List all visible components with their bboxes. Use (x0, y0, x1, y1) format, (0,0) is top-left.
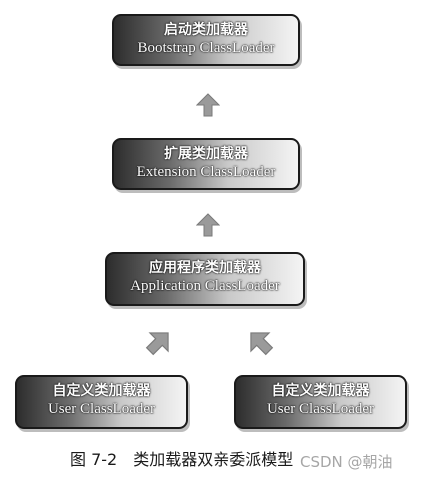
bootstrap-classloader-en-label: Bootstrap ClassLoader (137, 40, 275, 56)
extension-classloader-zh-label: 扩展类加载器 (164, 146, 248, 162)
extension-classloader-en-label: Extension ClassLoader (136, 164, 276, 180)
user-classloader-left-zh-label: 自定义类加载器 (52, 383, 151, 399)
watermark: CSDN @朝油 (300, 453, 393, 471)
user-classloader-node-left: 自定义类加载器 User ClassLoader (15, 375, 188, 429)
application-classloader-node: 应用程序类加载器 Application ClassLoader (105, 252, 305, 306)
user-classloader-right-en-label: User ClassLoader (266, 401, 375, 417)
application-classloader-zh-label: 应用程序类加载器 (149, 260, 261, 276)
bootstrap-classloader-node: 启动类加载器 Bootstrap ClassLoader (112, 14, 300, 66)
arrow-up-icon (196, 93, 220, 117)
figure-caption: 图 7-2 类加载器双亲委派模型 (70, 449, 410, 471)
extension-classloader-node: 扩展类加载器 Extension ClassLoader (112, 138, 300, 190)
user-classloader-right-zh-label: 自定义类加载器 (271, 383, 370, 399)
arrow-up-icon (196, 213, 220, 237)
user-classloader-left-en-label: User ClassLoader (47, 401, 156, 417)
arrow-up-right-icon (145, 332, 169, 356)
user-classloader-node-right: 自定义类加载器 User ClassLoader (234, 375, 407, 429)
figure-title: 类加载器双亲委派模型 (133, 450, 294, 469)
application-classloader-en-label: Application ClassLoader (130, 278, 280, 294)
figure-number: 图 7-2 (70, 450, 118, 469)
bootstrap-classloader-zh-label: 启动类加载器 (164, 22, 248, 38)
arrow-up-left-icon (250, 332, 274, 356)
